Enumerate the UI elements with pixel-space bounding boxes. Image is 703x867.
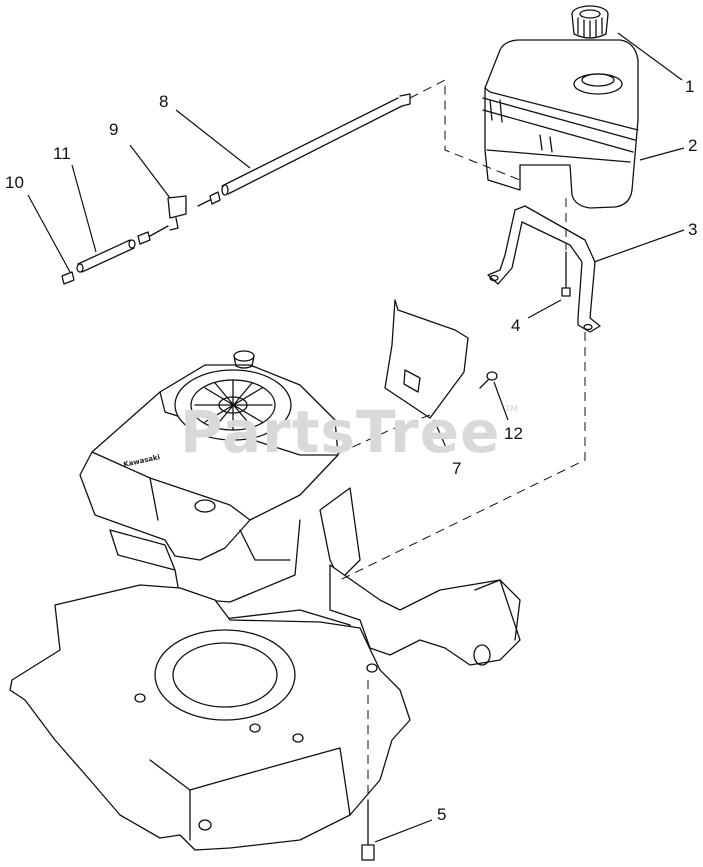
fuel-cap: [571, 5, 609, 39]
fuel-tank: [482, 39, 639, 209]
watermark: PartsTree: [180, 398, 501, 466]
callout-1: 1: [685, 77, 695, 96]
callout-7: 7: [452, 459, 462, 478]
callout-12: 12: [504, 424, 523, 443]
mower-deck: [9, 584, 411, 851]
fuel-line-assembly: [61, 93, 411, 285]
engine: [79, 350, 339, 603]
tank-bracket: [487, 205, 601, 333]
callout-4: 4: [511, 316, 521, 335]
bolt-5: [361, 799, 375, 861]
callout-10: 10: [5, 173, 24, 192]
callout-2: 2: [688, 136, 698, 155]
heat-shield-plate: [384, 299, 469, 419]
assembly-lines: [334, 79, 586, 795]
screw-12: [479, 371, 498, 389]
watermark-trademark: TM: [505, 405, 519, 415]
callout-9: 9: [109, 120, 119, 139]
leader-lines: [27, 32, 685, 843]
callout-5: 5: [437, 805, 447, 824]
bolt-4: [561, 251, 571, 297]
callout-8: 8: [159, 92, 169, 111]
callout-11: 11: [53, 144, 71, 163]
callout-3: 3: [688, 220, 698, 239]
